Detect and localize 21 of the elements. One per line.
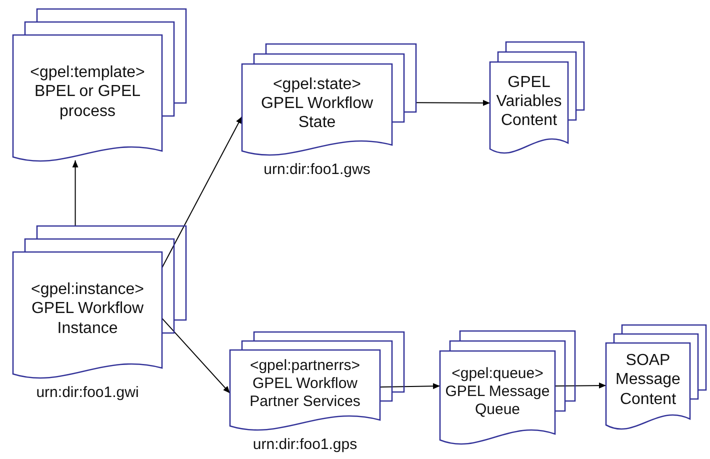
node-label: <gpel:template> xyxy=(30,63,145,82)
uri-label: urn:dir:foo1.gws xyxy=(264,161,370,178)
arrow xyxy=(161,116,242,269)
node-label: <gpel:state> xyxy=(272,74,362,94)
uri-label: urn:dir:foo1.gps xyxy=(252,436,358,453)
uri-label: urn:dir:foo1.gwi xyxy=(36,384,139,401)
node-label: BPEL or GPEL process xyxy=(33,82,142,121)
node-label: GPEL Workflow Partner Services xyxy=(248,375,362,411)
node-label: GPEL Message Queue xyxy=(444,382,551,418)
node-label: <gpel:instance> xyxy=(31,280,144,300)
arrow xyxy=(379,383,440,390)
arrow xyxy=(554,382,606,389)
arrow xyxy=(72,160,78,226)
arrow xyxy=(416,100,490,106)
node-label: <gpel:partnerrs> xyxy=(250,357,360,375)
node-label: <gpel:queue> xyxy=(452,364,544,382)
node-label: GPEL Workflow Instance xyxy=(30,299,145,338)
node-label: SOAP Message Content xyxy=(614,351,682,409)
node-label: GPEL Variables Content xyxy=(495,72,563,130)
arrow xyxy=(161,318,230,394)
node-label: GPEL Workflow State xyxy=(260,94,374,132)
